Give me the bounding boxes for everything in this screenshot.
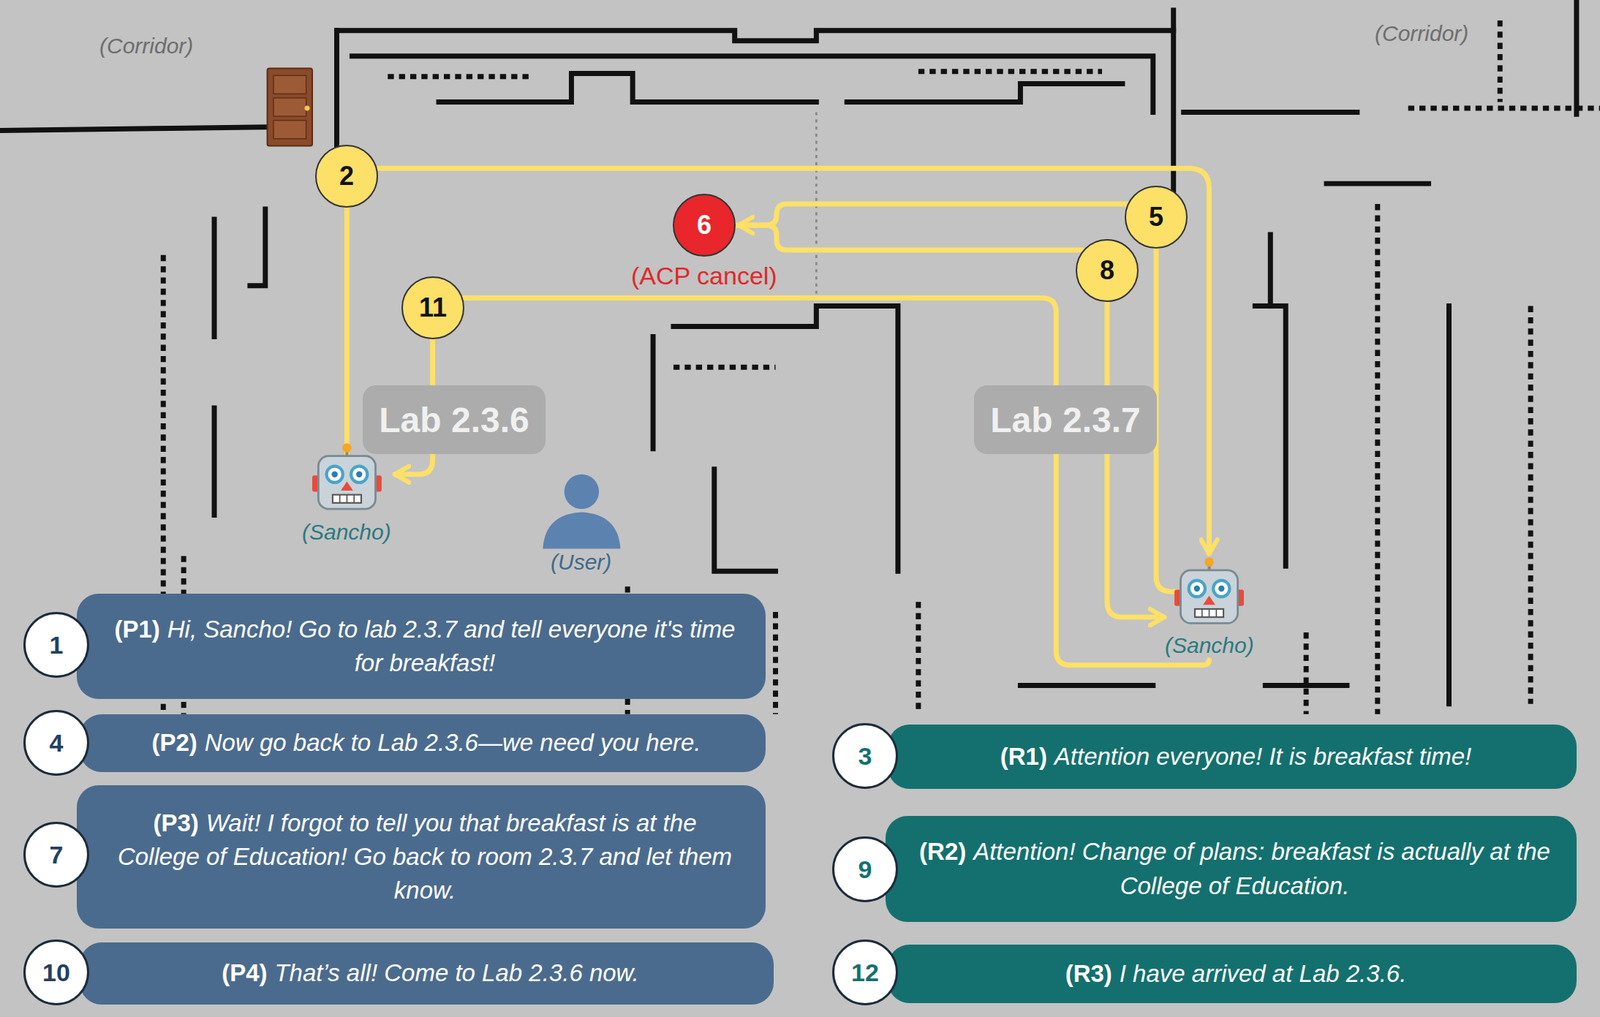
robot-label: (Sancho): [1164, 633, 1255, 659]
node-text: Lab 2.3.7: [990, 400, 1141, 441]
speaker-tag: (P2): [151, 729, 197, 757]
robot-utterance: (R2)Attention! Change of plans: breakfas…: [885, 816, 1577, 923]
room-label: Lab 2.3.7: [974, 385, 1157, 455]
callout-number: 4: [23, 710, 90, 776]
node-text: 3: [858, 742, 873, 771]
area-label: (Corridor): [1374, 21, 1469, 47]
utterance-text: (P3)Wait! I forgot to tell you that brea…: [110, 806, 740, 909]
utterance: Now go back to Lab 2.3.6—we need you her…: [204, 729, 702, 757]
person-utterance: (P4)That’s all! Come to Lab 2.3.6 now.: [79, 942, 774, 1005]
person-utterance: (P1)Hi, Sancho! Go to lab 2.3.7 and tell…: [76, 593, 766, 700]
node-text: 9: [858, 855, 873, 885]
utterance-text: (R1)Attention everyone! It is breakfast …: [1000, 740, 1473, 774]
node-text: 2: [339, 160, 354, 192]
area-label: (Corridor): [99, 33, 194, 59]
node-text: Lab 2.3.6: [378, 400, 529, 441]
robot-icon: [1174, 557, 1244, 624]
step-marker: 5: [1124, 185, 1188, 249]
utterance-text: (P1)Hi, Sancho! Go to lab 2.3.7 and tell…: [110, 612, 740, 681]
utterance: Wait! I forgot to tell you that breakfas…: [117, 809, 732, 904]
node-text: 7: [49, 840, 64, 870]
robot-label: (Sancho): [302, 519, 392, 545]
robot-utterance: (R1)Attention everyone! It is breakfast …: [887, 724, 1577, 790]
utterance-text: (R2)Attention! Change of plans: breakfas…: [919, 835, 1551, 903]
step-marker: 2: [315, 144, 379, 208]
step-marker: 11: [401, 276, 465, 340]
callout-number: 9: [832, 836, 898, 903]
person-utterance: (P3)Wait! I forgot to tell you that brea…: [76, 785, 766, 929]
utterance: Hi, Sancho! Go to lab 2.3.7 and tell eve…: [167, 615, 736, 677]
speaker-tag: (R1): [1000, 742, 1048, 771]
map-walls: [0, 0, 1577, 705]
node-text: 12: [851, 958, 879, 988]
event-label: (ACP cancel): [631, 261, 778, 291]
node-text: 5: [1148, 201, 1164, 233]
cancel-marker: 6: [672, 193, 736, 257]
speaker-tag: (P3): [153, 809, 199, 837]
node-text: 6: [696, 209, 712, 241]
trajectory-connector: [738, 204, 1128, 226]
node-text: 1: [49, 631, 64, 660]
node-text: 8: [1099, 255, 1115, 286]
room-label: Lab 2.3.6: [362, 385, 546, 455]
person-utterance: (P2)Now go back to Lab 2.3.6—we need you…: [79, 714, 766, 773]
utterance: I have arrived at Lab 2.3.6.: [1119, 960, 1407, 988]
door-icon: [267, 68, 313, 146]
trajectory-connector: [735, 225, 1083, 251]
robot-utterance: (R3)I have arrived at Lab 2.3.6.: [887, 944, 1577, 1004]
callout-number: 10: [23, 939, 90, 1006]
user-label: (User): [550, 549, 612, 575]
robot-trajectory: [346, 168, 1209, 665]
node-text: 10: [42, 958, 71, 988]
speaker-tag: (R2): [919, 838, 966, 866]
utterance: Attention everyone! It is breakfast time…: [1054, 742, 1472, 771]
utterance: Attention! Change of plans: breakfast is…: [973, 838, 1551, 899]
callout-number: 3: [832, 723, 898, 790]
utterance-text: (P2)Now go back to Lab 2.3.6—we need you…: [151, 726, 701, 760]
callout-number: 12: [832, 939, 898, 1006]
speaker-tag: (P1): [114, 615, 161, 643]
speaker-tag: (P4): [221, 959, 267, 987]
utterance-text: (P4)That’s all! Come to Lab 2.3.6 now.: [221, 956, 640, 991]
callout-number: 7: [23, 821, 90, 888]
utterance: That’s all! Come to Lab 2.3.6 now.: [274, 959, 639, 987]
step-marker: 8: [1075, 239, 1139, 303]
node-text: 11: [419, 292, 447, 324]
utterance-text: (R3)I have arrived at Lab 2.3.6.: [1065, 957, 1407, 991]
user-icon: [542, 474, 621, 550]
node-text: 4: [49, 729, 64, 758]
callout-number: 1: [23, 612, 90, 678]
speaker-tag: (R3): [1065, 960, 1113, 988]
